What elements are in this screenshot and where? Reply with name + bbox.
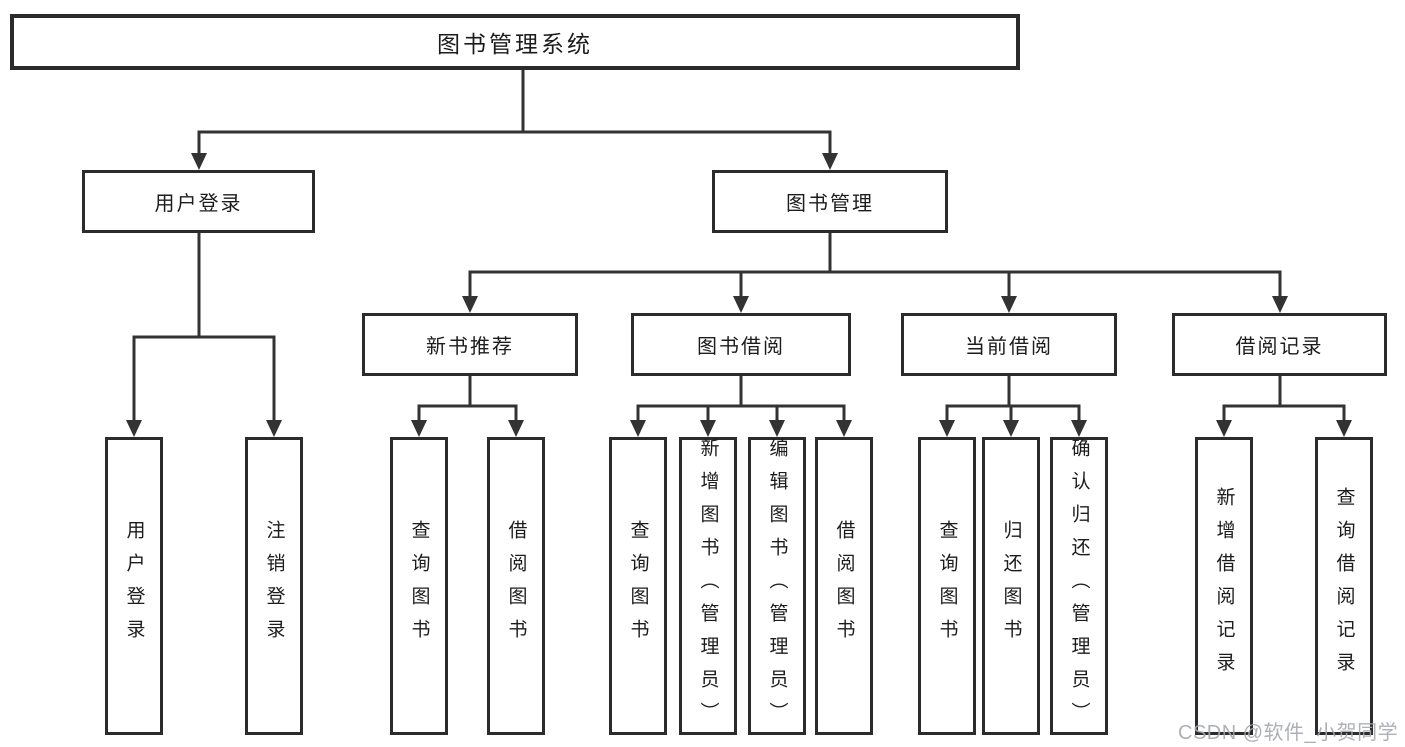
arrow-down-icon <box>939 420 955 437</box>
arrow-down-icon <box>508 420 524 437</box>
arrow-down-icon <box>126 420 142 437</box>
node-label: 查询借阅记录 <box>1333 487 1355 685</box>
connector-root-to-children <box>191 70 838 170</box>
node-leaf-borrow-books-1: 借阅图书 <box>487 437 545 735</box>
node-label: 查询图书 <box>627 520 649 652</box>
arrow-down-icon <box>1272 296 1288 313</box>
node-leaf-query-books-3: 查询图书 <box>918 437 976 735</box>
arrow-down-icon <box>1216 420 1232 437</box>
node-leaf-return-books: 归还图书 <box>982 437 1040 735</box>
arrow-down-icon <box>769 420 785 437</box>
connector-book-management-to-children <box>462 233 1288 313</box>
node-leaf-confirm-return-admin: 确认归还（管理员） <box>1050 437 1108 735</box>
node-label: 借阅图书 <box>833 520 855 652</box>
node-leaf-query-borrow-record: 查询借阅记录 <box>1315 437 1373 735</box>
arrow-down-icon <box>1071 420 1087 437</box>
node-label: 新书推荐 <box>426 336 514 358</box>
arrow-down-icon <box>733 296 749 313</box>
node-book-borrowing: 图书借阅 <box>631 313 851 376</box>
connector-new-book-recommend-to-children <box>411 376 524 437</box>
node-leaf-query-books-1: 查询图书 <box>390 437 448 735</box>
node-label: 查询图书 <box>408 520 430 652</box>
node-leaf-add-borrow-record: 新增借阅记录 <box>1195 437 1253 735</box>
arrow-down-icon <box>411 420 427 437</box>
node-label: 归还图书 <box>1000 520 1022 652</box>
node-label: 新增借阅记录 <box>1213 487 1235 685</box>
node-current-borrowing: 当前借阅 <box>901 313 1117 376</box>
arrow-down-icon <box>1003 420 1019 437</box>
node-root: 图书管理系统 <box>10 14 1020 70</box>
node-new-book-recommend: 新书推荐 <box>362 313 578 376</box>
node-user-login: 用户登录 <box>82 170 315 233</box>
connector-current-borrowing-to-children <box>939 376 1087 437</box>
connector-borrowing-records-to-children <box>1216 376 1352 437</box>
node-label: 借阅记录 <box>1235 336 1324 358</box>
node-label: 图书管理系统 <box>437 31 593 57</box>
arrow-down-icon <box>700 420 716 437</box>
arrow-down-icon <box>630 420 646 437</box>
arrow-down-icon <box>836 420 852 437</box>
arrow-down-icon <box>822 153 838 170</box>
node-label: 用户登录 <box>154 193 243 215</box>
watermark: CSDN @软件_小贺同学 <box>1178 722 1399 744</box>
connector-book-borrowing-to-children <box>630 376 852 437</box>
arrow-down-icon <box>462 296 478 313</box>
node-leaf-query-books-2: 查询图书 <box>609 437 667 735</box>
node-label: 图书借阅 <box>697 336 785 358</box>
node-leaf-logout: 注销登录 <box>245 437 303 735</box>
arrow-down-icon <box>1336 420 1352 437</box>
node-label: 编辑图书（管理员） <box>766 437 788 735</box>
node-borrowing-records: 借阅记录 <box>1172 313 1387 376</box>
node-label: 当前借阅 <box>965 336 1053 358</box>
arrow-down-icon <box>191 153 207 170</box>
node-label: 新增图书（管理员） <box>697 437 719 735</box>
node-label: 注销登录 <box>263 520 285 652</box>
node-leaf-user-login: 用户登录 <box>105 437 163 735</box>
node-label: 用户登录 <box>123 520 145 652</box>
node-label: 图书管理 <box>786 193 874 215</box>
arrow-down-icon <box>266 420 282 437</box>
node-leaf-add-book-admin: 新增图书（管理员） <box>679 437 737 735</box>
node-label: 查询图书 <box>936 520 958 652</box>
node-leaf-borrow-books-2: 借阅图书 <box>815 437 873 735</box>
node-label: 借阅图书 <box>505 520 527 652</box>
arrow-down-icon <box>1001 296 1017 313</box>
node-leaf-edit-book-admin: 编辑图书（管理员） <box>748 437 806 735</box>
connector-user-login-to-children <box>126 233 282 437</box>
node-book-management: 图书管理 <box>712 170 948 233</box>
node-label: 确认归还（管理员） <box>1068 437 1090 735</box>
